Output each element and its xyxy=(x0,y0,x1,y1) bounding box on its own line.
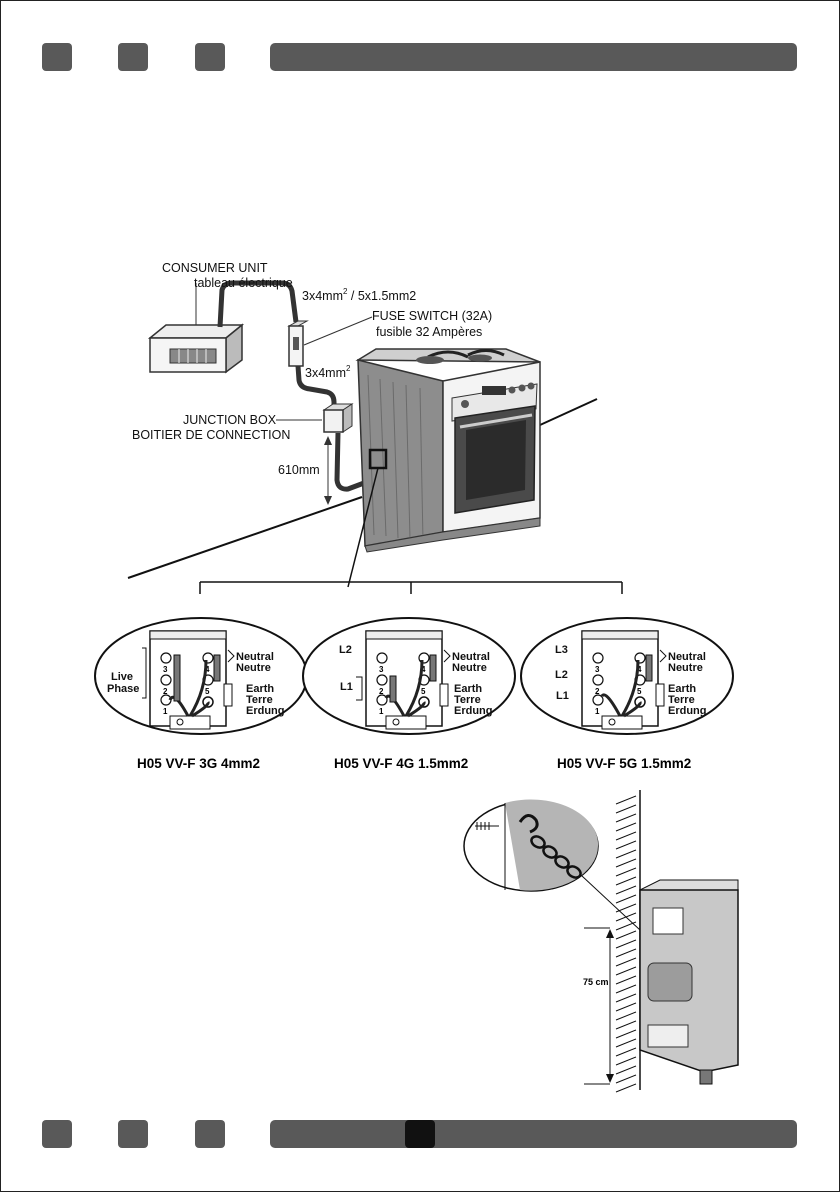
erdung-label-3: Erdung xyxy=(668,705,707,717)
neutre-label-3: Neutre xyxy=(668,662,703,674)
l3-label-3: L3 xyxy=(555,644,568,656)
neutral-label-1: Neutral xyxy=(236,651,274,663)
neutral-bridge-bar xyxy=(429,654,437,682)
terminal-number: 2 xyxy=(163,687,168,696)
cable-spec-3: H05 VV-F 5G 1.5mm2 xyxy=(557,756,691,771)
header-square-2 xyxy=(118,43,148,71)
cable-wires xyxy=(600,659,642,718)
neutral-bridge-bar xyxy=(213,654,221,682)
cable-c-label: 3x4mm2 xyxy=(305,364,351,380)
terminal-screw xyxy=(376,674,388,686)
terminal-screw xyxy=(160,694,172,706)
cable-to-junction xyxy=(295,365,337,408)
height-label: 610mm xyxy=(278,463,320,477)
neutral-bridge-bar xyxy=(645,654,653,682)
earth-symbol-icon xyxy=(223,683,233,707)
neutre-label-2: Neutre xyxy=(452,662,487,674)
consumer-unit-box xyxy=(147,323,245,374)
terminal-number: 1 xyxy=(163,707,168,716)
live-label: Live xyxy=(111,671,133,683)
earth-label-1: Earth xyxy=(246,683,274,695)
terminal-number: 5 xyxy=(205,687,210,696)
fuse-switch-label: FUSE SWITCH (32A) xyxy=(372,309,492,323)
footer-bar xyxy=(270,1120,797,1148)
terminal-number: 5 xyxy=(421,687,426,696)
terminal-bracket xyxy=(199,581,623,594)
terminal-number: 3 xyxy=(595,665,600,674)
earth-symbol-icon xyxy=(655,683,665,707)
header-square-3 xyxy=(195,43,225,71)
earth-label-2: Earth xyxy=(454,683,482,695)
junction-box-label-fr: BOITIER DE CONNECTION xyxy=(132,428,290,442)
chain-detail-zoom xyxy=(463,799,599,892)
terminal-screw xyxy=(376,694,388,706)
terminal-number: 5 xyxy=(637,687,642,696)
cable-to-cooker xyxy=(334,432,373,492)
terminal-pointer-line xyxy=(347,467,379,588)
cooker-rear-view xyxy=(639,879,739,1085)
l1-label-2: L1 xyxy=(340,681,353,693)
footer-square-1 xyxy=(42,1120,72,1148)
terminal-screw xyxy=(160,652,172,664)
bridge-bar xyxy=(389,675,397,703)
terminal-diagram-3 xyxy=(520,617,734,735)
neutre-label-1: Neutre xyxy=(236,662,271,674)
neutral-label-3: Neutral xyxy=(668,651,706,663)
terminal-number: 3 xyxy=(379,665,384,674)
l2-label-2: L2 xyxy=(339,644,352,656)
terminal-number: 4 xyxy=(637,665,642,674)
bridge-bar xyxy=(173,654,181,702)
fuse-switch-label-fr: fusible 32 Ampères xyxy=(376,325,482,339)
consumer-unit-label-fr: tableau électrique xyxy=(194,276,293,290)
terminal-number: 4 xyxy=(205,665,210,674)
terminal-screw xyxy=(592,674,604,686)
wall-hatching xyxy=(610,790,641,1093)
terminal-screw xyxy=(160,674,172,686)
erdung-label-1: Erdung xyxy=(246,705,285,717)
cable-spec-1: H05 VV-F 3G 4mm2 xyxy=(137,756,260,771)
footer-square-2 xyxy=(118,1120,148,1148)
footer-square-3 xyxy=(195,1120,225,1148)
terminal-number: 2 xyxy=(379,687,384,696)
l1-label-3: L1 xyxy=(556,690,569,702)
height-75-dimension xyxy=(584,927,614,1085)
page-marker xyxy=(405,1120,435,1148)
header-bar xyxy=(270,43,797,71)
cable-a-label: 3x4mm2 / 5x1.5mm2 xyxy=(302,287,416,303)
junction-box xyxy=(322,403,354,433)
fuse-switch xyxy=(287,320,309,367)
terre-label-3: Terre xyxy=(668,694,695,706)
terre-label-1: Terre xyxy=(246,694,273,706)
terre-label-2: Terre xyxy=(454,694,481,706)
fuse-switch-leader xyxy=(303,316,373,346)
neutral-label-2: Neutral xyxy=(452,651,490,663)
earth-symbol-icon xyxy=(439,683,449,707)
terminal-number: 2 xyxy=(595,687,600,696)
cable-to-fuse xyxy=(217,280,299,328)
terminal-screw xyxy=(592,694,604,706)
consumer-unit-label: CONSUMER UNIT xyxy=(162,261,268,275)
cooker-illustration xyxy=(355,348,541,553)
phase-label: Phase xyxy=(107,683,139,695)
l2-label-3: L2 xyxy=(555,669,568,681)
terminal-number: 3 xyxy=(163,665,168,674)
terminal-number: 1 xyxy=(595,707,600,716)
earth-label-3: Earth xyxy=(668,683,696,695)
terminal-screw xyxy=(592,652,604,664)
junction-box-label: JUNCTION BOX xyxy=(183,413,277,427)
header-square-1 xyxy=(42,43,72,71)
terminal-number: 4 xyxy=(421,665,426,674)
cable-spec-2: H05 VV-F 4G 1.5mm2 xyxy=(334,756,468,771)
height-75-label: 75 cm xyxy=(583,977,609,987)
erdung-label-2: Erdung xyxy=(454,705,493,717)
terminal-number: 1 xyxy=(379,707,384,716)
terminal-screw xyxy=(376,652,388,664)
chain-pointer-line xyxy=(581,875,641,931)
floor-line-right xyxy=(539,398,598,426)
floor-line-left xyxy=(127,496,363,579)
